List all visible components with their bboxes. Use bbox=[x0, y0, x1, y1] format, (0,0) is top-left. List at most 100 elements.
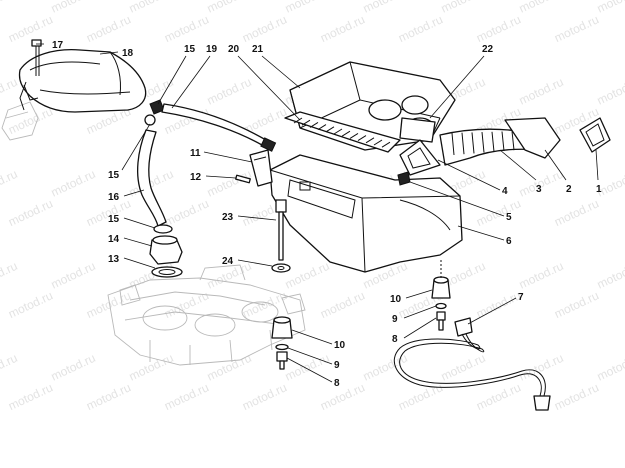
watermark-text: motod.ru bbox=[283, 259, 332, 292]
part-5-fastener bbox=[397, 171, 411, 186]
callout-15: 15 bbox=[184, 44, 196, 55]
watermark-text: motod.ru bbox=[0, 75, 20, 108]
part-11-bracket bbox=[249, 149, 273, 187]
part-12-pin bbox=[235, 174, 251, 184]
callout-11: 11 bbox=[190, 148, 201, 159]
callout-4: 4 bbox=[502, 186, 508, 197]
callout-8: 8 bbox=[392, 334, 398, 345]
watermark-text: motod.ru bbox=[318, 12, 367, 45]
watermark-text: motod.ru bbox=[6, 380, 55, 413]
part-13-gasket bbox=[151, 266, 183, 278]
watermark-text: motod.ru bbox=[0, 0, 20, 16]
part-7-drain-hose bbox=[393, 317, 551, 411]
watermark-text: motod.ru bbox=[595, 351, 625, 384]
watermark-text: motod.ru bbox=[127, 0, 176, 16]
leader-lines bbox=[36, 43, 599, 383]
watermark-text: motod.ru bbox=[205, 75, 254, 108]
callout-20: 20 bbox=[228, 44, 240, 55]
callout-labels: 17 18 15 19 20 21 22 15 16 11 12 15 14 1… bbox=[52, 40, 602, 389]
watermark-text: motod.ru bbox=[439, 0, 488, 16]
watermark-text: motod.ru bbox=[205, 167, 254, 200]
callout-8: 8 bbox=[334, 378, 340, 389]
callout-9: 9 bbox=[392, 314, 398, 325]
watermark-text: motod.ru bbox=[318, 380, 367, 413]
part-15-clamp-top bbox=[144, 99, 165, 126]
watermark-text: motod.ru bbox=[6, 288, 55, 321]
part-10-grommet-right bbox=[431, 276, 451, 299]
part-22-intake-tube bbox=[399, 117, 436, 143]
part-6-airbox-body bbox=[269, 154, 463, 273]
watermark-text: motod.ru bbox=[474, 196, 523, 229]
watermark-text: motod.ru bbox=[552, 380, 601, 413]
watermark-text: motod.ru bbox=[595, 75, 625, 108]
watermark-text: motod.ru bbox=[0, 351, 20, 384]
callout-12: 12 bbox=[190, 172, 202, 183]
part-10-grommet-center bbox=[271, 316, 293, 339]
watermark-text: motod.ru bbox=[474, 380, 523, 413]
callout-17: 17 bbox=[52, 40, 64, 51]
part-20-air-filter bbox=[284, 111, 401, 153]
callout-13: 13 bbox=[108, 254, 120, 265]
part-14-vent-cap bbox=[149, 235, 183, 265]
callout-16: 16 bbox=[108, 192, 120, 203]
watermark-text: motod.ru bbox=[6, 12, 55, 45]
watermark-text: motod.ru bbox=[318, 288, 367, 321]
part-18-reservoir bbox=[18, 49, 147, 113]
callout-7: 7 bbox=[518, 292, 524, 303]
watermark-text: motod.ru bbox=[552, 196, 601, 229]
callout-19: 19 bbox=[206, 44, 218, 55]
part-8-bolt-right bbox=[436, 311, 446, 331]
watermark-text: motod.ru bbox=[49, 259, 98, 292]
watermark-text: motod.ru bbox=[517, 75, 566, 108]
watermark-text: motod.ru bbox=[6, 196, 55, 229]
part-17-screw bbox=[19, 39, 42, 111]
part-15-clamp-lower bbox=[153, 224, 173, 234]
watermark-text: motod.ru bbox=[517, 351, 566, 384]
callout-23: 23 bbox=[222, 212, 234, 223]
watermark-text: motod.ru bbox=[361, 351, 410, 384]
part-23-bolt bbox=[275, 199, 287, 261]
callout-2: 2 bbox=[566, 184, 572, 195]
part-2-duct-end bbox=[504, 117, 561, 159]
watermark-text: motod.ru bbox=[49, 167, 98, 200]
callout-5: 5 bbox=[506, 212, 512, 223]
watermark-text: motod.ru bbox=[552, 288, 601, 321]
watermark-text: motod.ru bbox=[283, 0, 332, 16]
part-9-spacer-right bbox=[435, 302, 447, 310]
part-1-gasket bbox=[579, 117, 611, 153]
watermark-text: motod.ru bbox=[127, 351, 176, 384]
watermark-text: motod.ru bbox=[240, 380, 289, 413]
watermark-text: motod.ru bbox=[361, 0, 410, 16]
watermark-text: motod.ru bbox=[552, 12, 601, 45]
watermark-text: motod.ru bbox=[162, 380, 211, 413]
part-4-gasket bbox=[399, 139, 441, 176]
watermark-text: motod.ru bbox=[595, 259, 625, 292]
watermark-text: motod.ru bbox=[283, 351, 332, 384]
callout-22: 22 bbox=[482, 44, 494, 55]
watermark-text: motod.ru bbox=[0, 259, 20, 292]
watermark-text: motod.ru bbox=[240, 12, 289, 45]
watermark-text: motod.ru bbox=[396, 12, 445, 45]
part-16-hose bbox=[137, 129, 167, 227]
watermark-text: motod.ru bbox=[49, 0, 98, 16]
callout-15: 15 bbox=[108, 170, 120, 181]
callout-14: 14 bbox=[108, 234, 120, 245]
watermark-text: motod.ru bbox=[517, 0, 566, 16]
watermark-text: motod.ru bbox=[205, 0, 254, 16]
watermark-text: motod.ru bbox=[474, 12, 523, 45]
callout-24: 24 bbox=[222, 256, 234, 267]
watermark-text: motod.ru bbox=[6, 104, 55, 137]
watermark-text: motod.ru bbox=[162, 196, 211, 229]
watermark-text: motod.ru bbox=[0, 167, 20, 200]
watermark-text: motod.ru bbox=[439, 351, 488, 384]
callout-15: 15 bbox=[108, 214, 120, 225]
part-24-washer bbox=[271, 263, 291, 273]
watermark-text: motod.ru bbox=[84, 380, 133, 413]
callout-21: 21 bbox=[252, 44, 264, 55]
callout-9: 9 bbox=[334, 360, 340, 371]
callout-6: 6 bbox=[506, 236, 512, 247]
part-9-spacer-center bbox=[275, 343, 289, 351]
watermark-text: motod.ru bbox=[205, 351, 254, 384]
watermark-text: motod.ru bbox=[474, 288, 523, 321]
part-8-bolt-center bbox=[276, 351, 288, 370]
